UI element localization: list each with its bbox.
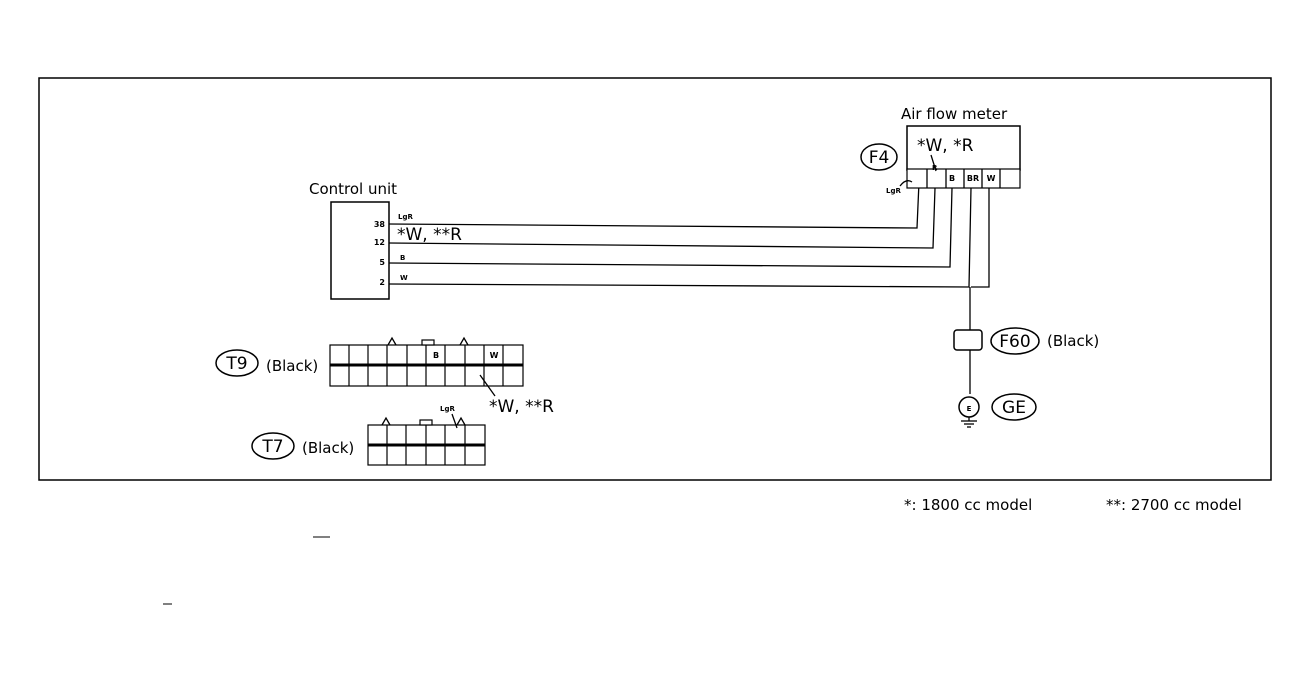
pin-2: 2 [379,278,385,287]
f4-badge [860,143,898,171]
f60-connector [953,329,983,351]
footnote-1800: *: 1800 cc model [904,496,1032,514]
f60-code: F60 [999,332,1030,352]
t9-cell-b: B [433,351,439,360]
wire-label-b: B [400,254,405,262]
ground-symbol-icon [961,417,977,428]
wire-w-meter [971,188,990,288]
diagram-frame [38,77,1272,481]
t7-color: (Black) [302,439,354,457]
f4-code: F4 [869,148,890,168]
t7-label-leader [451,413,458,429]
afm-lgr-leader [899,180,913,187]
footnote-2700: **: 2700 cc model [1106,496,1242,514]
afm-terminal-w: W [987,174,996,183]
t7-connector-face [367,416,486,466]
pin-5: 5 [379,258,385,267]
t9-color: (Black) [266,357,318,375]
afm-terminal-br: BR [967,174,979,183]
wire-2 [388,187,972,288]
wire-5 [388,187,953,268]
wire-38 [388,181,920,229]
wire-12 [388,187,936,249]
t9-cell-w: W [490,351,499,360]
afm-label-lgr: LgR [886,187,901,195]
f60-color: (Black) [1047,332,1099,350]
wire-label-w: W [400,274,408,282]
afm-note-leader [930,154,937,172]
air-flow-meter-label: Air flow meter [901,105,1008,123]
pin-38: 38 [374,220,386,229]
t9-note-leader [479,374,496,397]
ground-glyph: E [967,405,972,413]
wire-label-w-r: *W, **R [397,225,462,245]
control-unit-label: Control unit [309,180,397,198]
ge-badge [991,393,1037,421]
t9-badge [215,349,259,377]
afm-terminal-b: B [949,174,955,183]
f60-badge [990,327,1040,355]
air-flow-meter-connector [906,168,1021,189]
t7-badge [251,432,295,460]
t7-code: T7 [261,437,283,457]
wire-label-lgr: LgR [398,213,413,221]
t7-wire-label: LgR [440,405,455,413]
pin-12: 12 [374,238,385,247]
t9-connector-face [329,336,524,387]
t9-wire-note: *W, **R [489,397,554,417]
t9-code: T9 [225,354,247,374]
ge-code: GE [1002,398,1026,418]
control-unit-box [330,201,390,300]
afm-wire-note: *W, *R [917,136,974,156]
